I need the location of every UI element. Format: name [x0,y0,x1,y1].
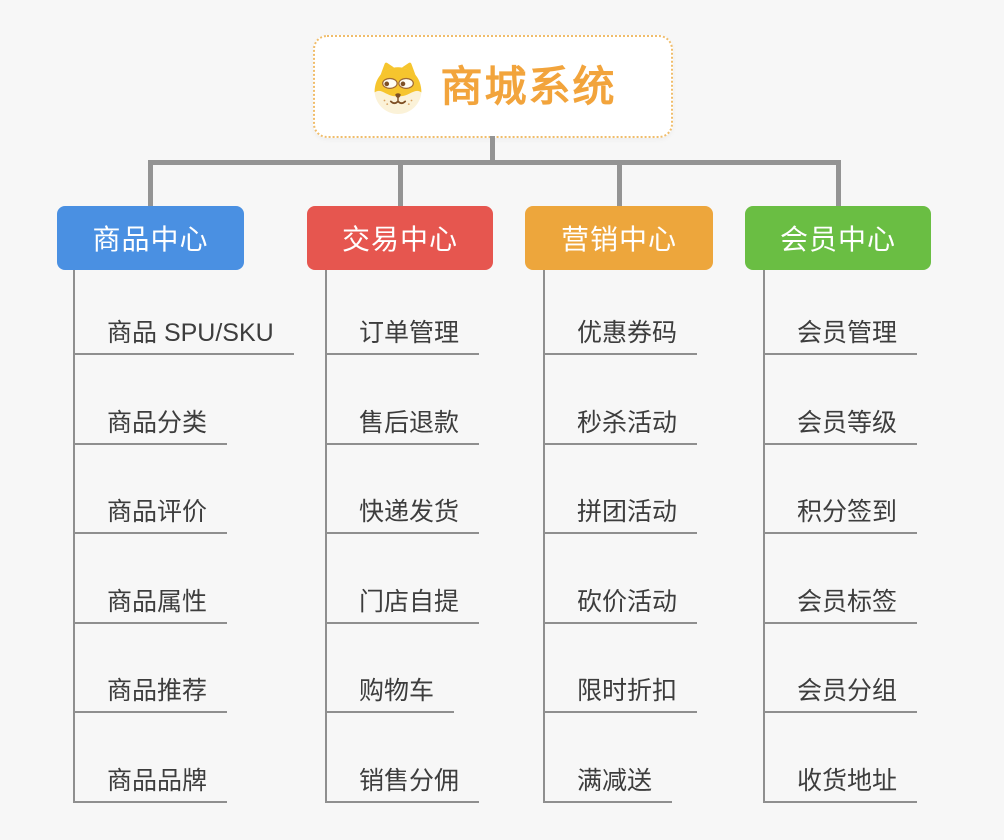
connector-root-stem [490,136,495,162]
branch-node-product-center[interactable]: 商品中心 [57,206,244,270]
leaf-node[interactable]: 积分签到 [763,488,918,534]
branch-node-member-center[interactable]: 会员中心 [745,206,931,270]
leaf-node[interactable]: 商品推荐 [73,667,228,713]
leaf-node[interactable]: 满减送 [543,757,673,803]
connector-drop-line [398,163,403,207]
branch-trunk-line [73,270,75,802]
dog-face-icon [369,60,427,114]
leaf-node[interactable]: 商品评价 [73,488,228,534]
root-node[interactable]: 商城系统 [313,35,673,138]
leaf-node[interactable]: 订单管理 [325,309,480,355]
leaf-node[interactable]: 秒杀活动 [543,399,698,445]
leaf-node[interactable]: 限时折扣 [543,667,698,713]
leaf-node[interactable]: 销售分佣 [325,757,480,803]
leaf-node[interactable]: 会员等级 [763,399,918,445]
branch-trunk-line [763,270,765,802]
leaf-node[interactable]: 商品分类 [73,399,228,445]
leaf-node[interactable]: 门店自提 [325,578,480,624]
leaf-node[interactable]: 商品 SPU/SKU [73,309,294,355]
leaf-node[interactable]: 会员分组 [763,667,918,713]
connector-drop-line [617,163,622,207]
leaf-node[interactable]: 商品品牌 [73,757,228,803]
leaf-node[interactable]: 购物车 [325,667,455,713]
connector-horizontal-bar [148,160,841,165]
leaf-node[interactable]: 售后退款 [325,399,480,445]
connector-drop-line [148,163,153,207]
leaf-node[interactable]: 砍价活动 [543,578,698,624]
connector-drop-line [836,163,841,207]
leaf-node[interactable]: 快递发货 [325,488,480,534]
branch-node-trade-center[interactable]: 交易中心 [307,206,493,270]
leaf-node[interactable]: 商品属性 [73,578,228,624]
branch-trunk-line [543,270,545,802]
leaf-node[interactable]: 会员标签 [763,578,918,624]
branch-node-marketing-center[interactable]: 营销中心 [525,206,713,270]
leaf-node[interactable]: 优惠券码 [543,309,698,355]
leaf-node[interactable]: 拼团活动 [543,488,698,534]
leaf-node[interactable]: 收货地址 [763,757,918,803]
root-title: 商城系统 [440,62,617,110]
branch-trunk-line [325,270,327,802]
leaf-node[interactable]: 会员管理 [763,309,918,355]
